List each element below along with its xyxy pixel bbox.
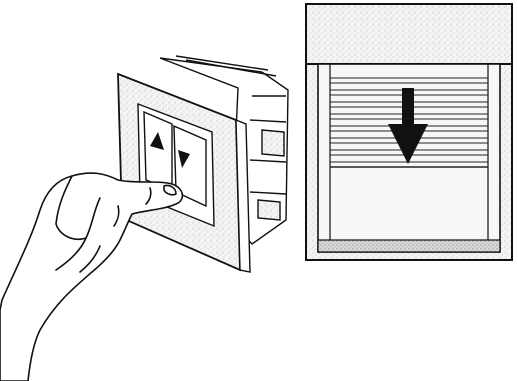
switch-illustration <box>0 56 288 381</box>
hand <box>0 173 182 381</box>
up-button[interactable] <box>144 112 172 190</box>
shutter-box <box>306 4 512 64</box>
window-shutter-illustration <box>306 4 512 260</box>
window-sill <box>318 240 500 252</box>
